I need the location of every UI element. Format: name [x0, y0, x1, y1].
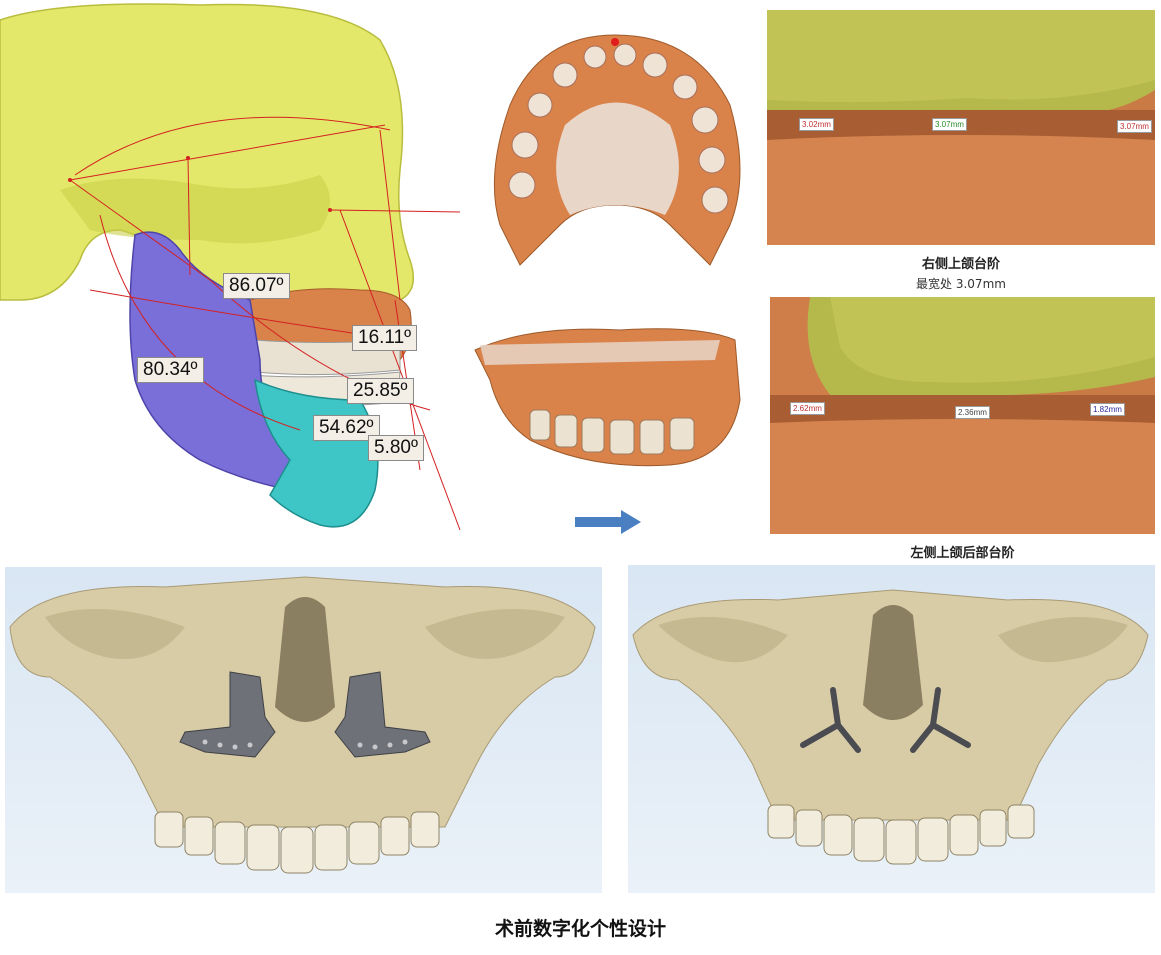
plate-screw-holes: [202, 739, 408, 750]
right-step-subtitle: 最宽处 3.07mm: [916, 277, 1006, 291]
main-caption: 术前数字化个性设计: [494, 918, 666, 940]
nasal-aperture: [863, 605, 923, 720]
measurement-label: 3.07mm: [932, 118, 967, 131]
left-orbit: [45, 609, 185, 659]
maxilla-occlusal-view: [480, 25, 755, 270]
upper-dentition: [154, 811, 440, 874]
nasal-aperture: [275, 597, 335, 722]
measurement-label: 3.02mm: [799, 118, 834, 131]
landmark-points: [68, 156, 332, 212]
angle-label-6: 5.80º: [368, 435, 424, 461]
incisor-landmark: [611, 38, 619, 46]
osteotomy-plane: [480, 340, 720, 365]
measurement-label: 2.62mm: [790, 402, 825, 415]
zygomatic-region: [60, 175, 330, 244]
right-orbit: [425, 609, 565, 659]
palate: [556, 102, 679, 215]
cranium: [0, 3, 415, 301]
upper-dentition: [767, 804, 1035, 865]
angle-label-5: 54.62º: [313, 415, 380, 441]
right-step-title: 右侧上颌台阶: [921, 257, 1000, 272]
left-step-title: 左侧上颌后部台阶: [910, 546, 1015, 561]
right-orbit: [998, 617, 1128, 663]
angle-label-2: 80.34º: [137, 357, 204, 383]
measurement-label: 2.36mm: [955, 406, 990, 419]
fixation-plate-design-mini: [628, 565, 1155, 893]
measurement-label: 3.07mm: [1117, 120, 1152, 133]
angle-label-4: 25.85º: [347, 378, 414, 404]
angle-label-3: 16.11º: [352, 325, 418, 351]
left-orbit: [658, 617, 788, 663]
custom-fixation-plates: [179, 671, 431, 758]
mini-fixation-plates: [800, 687, 971, 753]
angle-label-1: 86.07º: [223, 273, 290, 299]
right-maxilla-step-view: 3.02mm 3.07mm 3.07mm: [767, 10, 1155, 245]
maxilla-lateral-view: [470, 320, 755, 480]
arrow-right-icon: [575, 510, 641, 534]
fixation-plate-design-large: [5, 567, 602, 893]
measurement-label: 1.82mm: [1090, 403, 1125, 416]
teeth-occlusal: [508, 43, 729, 214]
left-maxilla-step-view: 2.62mm 2.36mm 1.82mm: [770, 297, 1155, 534]
skull-cephalometric-view: 86.07º 80.34º 16.11º 25.85º 54.62º 5.80º: [0, 0, 470, 545]
teeth-lateral: [529, 409, 695, 455]
